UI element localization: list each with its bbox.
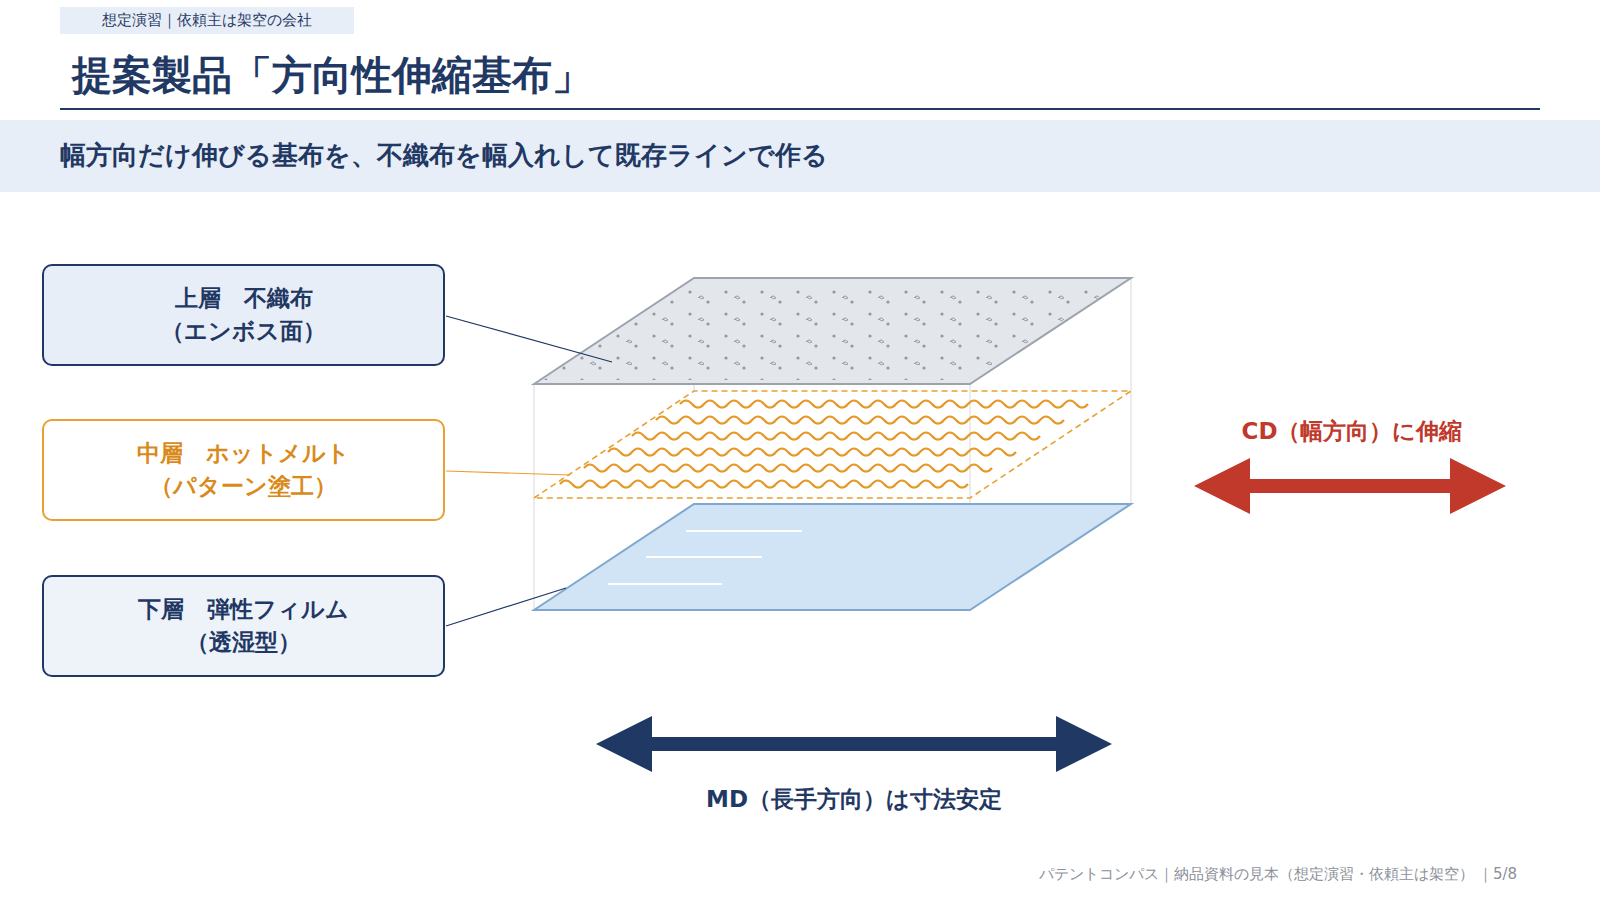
box-text: 中層 ホットメルト <box>137 437 350 470</box>
elastic-film <box>534 504 1131 610</box>
wave-stroke <box>680 401 1088 408</box>
hotmelt-pattern <box>560 401 1088 488</box>
wave-stroke <box>560 481 968 488</box>
layer-box: 上層 不織布（エンボス面） <box>42 264 445 366</box>
wave-stroke <box>584 465 992 472</box>
wave-stroke <box>656 417 1064 424</box>
box-text: 上層 不織布 <box>175 282 313 315</box>
slide-title: 提案製品「方向性伸縮基布」 <box>72 48 592 103</box>
box-text: 下層 弾性フィルム <box>138 593 349 626</box>
title-rule <box>60 108 1540 110</box>
direction-label: MD（長手方向）は寸法安定 <box>706 784 1002 815</box>
box-text: （パターン塗工） <box>150 470 337 503</box>
summary-band: 幅方向だけ伸びる基布を、不織布を幅入れして既存ラインで作る <box>0 120 1600 192</box>
md-arrow <box>624 737 1084 751</box>
band-text: 幅方向だけ伸びる基布を、不織布を幅入れして既存ラインで作る <box>60 138 828 173</box>
film-highlight <box>608 531 802 584</box>
tag-label: 想定演習｜依頼主は架空の会社 <box>60 7 354 34</box>
cd-arrow <box>1222 479 1478 493</box>
footer-text: パテントコンパス｜納品資料の見本（想定演習・依頼主は架空） <box>1039 865 1474 884</box>
box-text: （透湿型） <box>186 626 301 659</box>
direction-label: CD（幅方向）に伸縮 <box>1242 416 1463 447</box>
layer-box: 下層 弾性フィルム（透湿型） <box>42 575 445 677</box>
hotmelt-layer <box>534 391 1131 498</box>
leader-lines <box>446 316 612 626</box>
leader-line <box>446 471 570 475</box>
box-text: （エンボス面） <box>161 315 326 348</box>
wave-stroke <box>632 433 1040 440</box>
guide-lines <box>534 278 1131 610</box>
layer-box: 中層 ホットメルト（パターン塗工） <box>42 419 445 521</box>
page-number: ｜5/8 <box>1478 865 1517 884</box>
emboss-texture <box>540 282 1124 380</box>
wave-stroke <box>608 449 1016 456</box>
nonwoven-layer <box>534 278 1131 384</box>
